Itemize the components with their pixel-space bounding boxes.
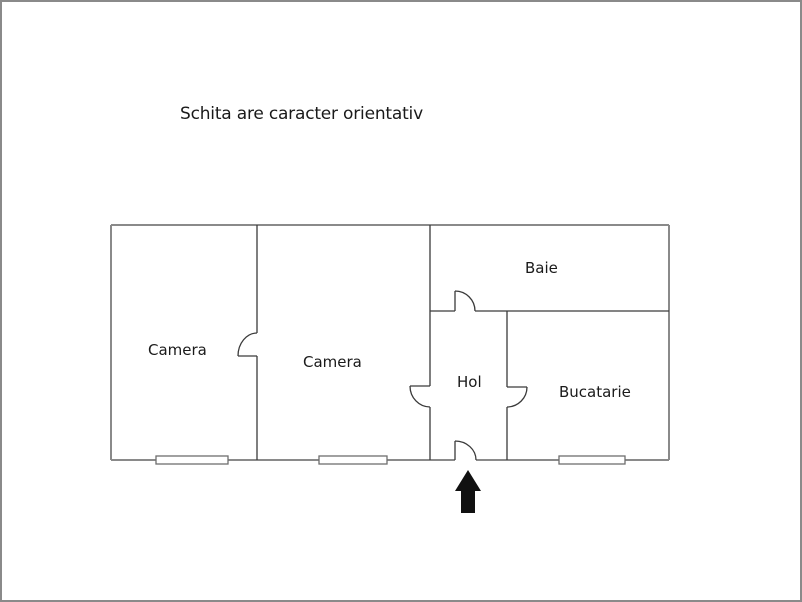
room-label-camera-1: Camera — [148, 341, 207, 359]
room-label-hol: Hol — [457, 373, 482, 391]
door-hol-right — [506, 386, 528, 408]
windows — [155, 455, 626, 465]
room-label-bucatarie: Bucatarie — [559, 383, 631, 401]
door-hol-left — [409, 385, 431, 408]
room-label-camera-2: Camera — [303, 353, 362, 371]
disclaimer-caption: Schita are caracter orientativ — [180, 104, 423, 124]
window-bucatarie — [558, 455, 626, 465]
room-label-baie: Baie — [525, 259, 558, 277]
door-baie — [454, 290, 476, 312]
interior-walls — [256, 225, 669, 460]
window-camera-1 — [155, 455, 229, 465]
arrow-up-icon — [455, 470, 481, 513]
door-camera — [237, 332, 258, 357]
window-camera-2 — [318, 455, 388, 465]
door-entrance — [454, 440, 477, 461]
